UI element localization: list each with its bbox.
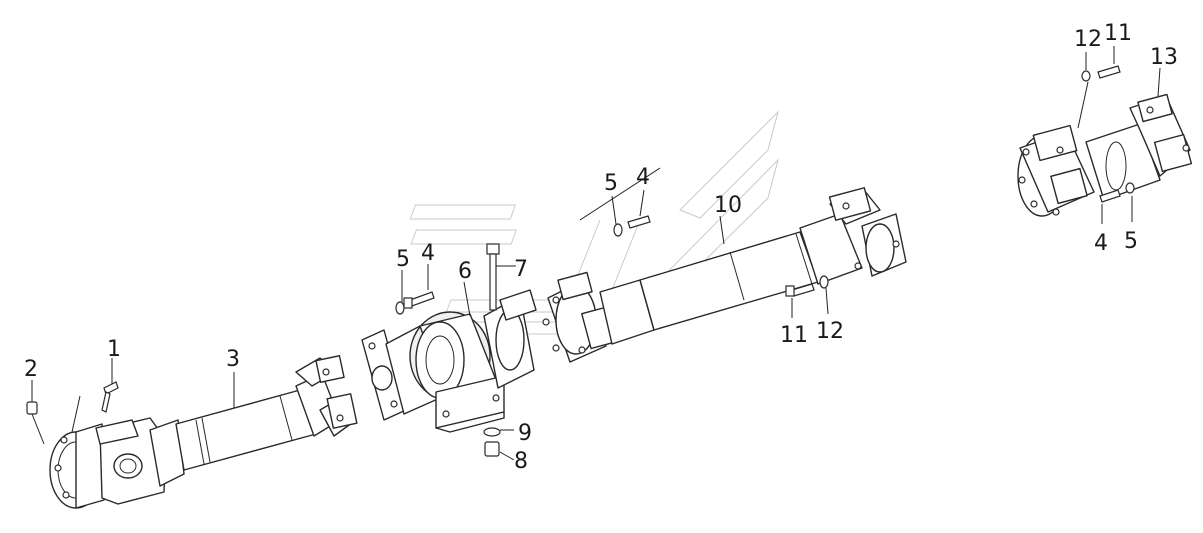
- bolt-item-4-detail: [1099, 189, 1121, 203]
- callout-labels: 1 2 3 5 4 6 7 9 8 5 4 10 11 12 12 11 13 …: [24, 21, 1178, 474]
- callout-5-shaft: 5: [604, 171, 618, 196]
- bolt-item-1: [101, 381, 119, 413]
- washer-item-5-detail: [1125, 182, 1135, 194]
- washer-item-5-shaft: [613, 223, 623, 237]
- callout-4-center: 4: [421, 241, 435, 266]
- leader-lines: [31, 46, 1161, 461]
- callout-4-shaft: 4: [636, 165, 650, 190]
- washer-item-9: [483, 427, 501, 437]
- callout-11-detail: 11: [1104, 21, 1132, 46]
- bolt-item-11-detail: [1097, 65, 1121, 79]
- callout-12-shaft: 12: [816, 319, 844, 344]
- callout-2: 2: [24, 357, 38, 382]
- washer-item-5-center: [395, 301, 405, 315]
- callout-12-detail: 12: [1074, 27, 1102, 52]
- callout-7: 7: [514, 257, 528, 282]
- coupling-detail-13: [1017, 93, 1193, 217]
- bolt-item-4-center: [403, 291, 435, 309]
- left-drive-shaft: [49, 355, 358, 509]
- bolt-item-4-shaft: [627, 215, 651, 229]
- callout-3: 3: [226, 347, 240, 372]
- bolt-item-11-shaft: [785, 283, 815, 297]
- right-drive-shaft: [542, 187, 907, 363]
- plug-item-2: [26, 401, 38, 415]
- callout-10: 10: [714, 193, 742, 218]
- callout-11-shaft: 11: [780, 323, 808, 348]
- callout-5-detail: 5: [1124, 229, 1138, 254]
- callout-4-detail: 4: [1094, 231, 1108, 256]
- washer-item-12-shaft: [819, 275, 829, 289]
- washer-item-12-detail: [1081, 70, 1091, 82]
- nut-item-8: [484, 441, 500, 457]
- callout-5-center: 5: [396, 247, 410, 272]
- center-bearing-support: [361, 289, 537, 433]
- callout-13: 13: [1150, 45, 1178, 70]
- callout-6: 6: [458, 259, 472, 284]
- bolt-item-7: [486, 243, 500, 311]
- callout-8: 8: [514, 449, 528, 474]
- callout-1: 1: [107, 337, 121, 362]
- callout-9: 9: [518, 421, 532, 446]
